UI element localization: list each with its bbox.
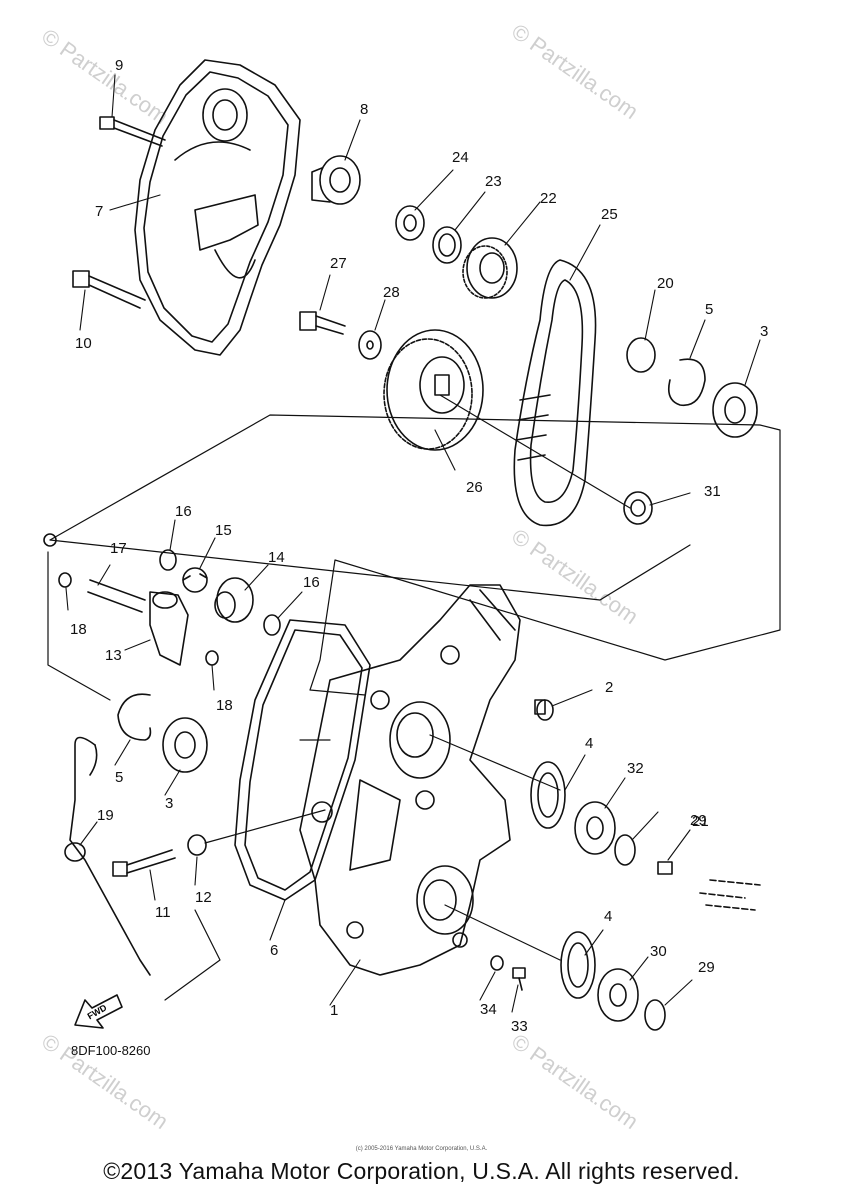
pin-21: [657, 861, 673, 875]
drive-chain-25: [513, 259, 597, 527]
tensioner-arm-13: [149, 591, 189, 666]
callout-3: 3: [760, 323, 768, 340]
callout-5: 5: [705, 301, 713, 318]
callout-29: 29: [698, 959, 715, 976]
callout-11: 11: [155, 904, 171, 921]
callout-29: 29: [690, 812, 707, 829]
callout-7: 7: [95, 203, 103, 220]
bolt-11: [112, 849, 176, 877]
shaft-end: [699, 879, 761, 911]
callout-1: 1: [330, 1002, 338, 1019]
watermark: © Partzilla.com: [507, 19, 643, 125]
callout-34: 34: [480, 1001, 497, 1018]
seal-4b: [560, 931, 596, 999]
bearing-8: [311, 155, 361, 205]
callout-14: 14: [268, 549, 285, 566]
callout-32: 32: [627, 760, 644, 777]
fwd-arrow-icon: [74, 994, 123, 1029]
seal-4: [530, 761, 566, 829]
callout-12: 12: [195, 889, 212, 906]
sprocket-22: [462, 237, 518, 299]
gasket-6: [234, 619, 371, 901]
bolt-27: [299, 311, 346, 335]
callout-22: 22: [540, 190, 557, 207]
circlip-5b: [117, 693, 152, 741]
watermark: © Partzilla.com: [37, 24, 173, 130]
circlip-29b: [644, 999, 666, 1031]
watermark: © Partzilla.com: [507, 524, 643, 630]
collar-14: [214, 577, 254, 623]
callout-27: 27: [330, 255, 347, 272]
callout-23: 23: [485, 173, 502, 190]
callout-25: 25: [601, 206, 618, 223]
sprocket-26: [383, 329, 484, 451]
callout-4: 4: [585, 735, 593, 752]
nut-12: [187, 834, 207, 856]
callout-15: 15: [215, 522, 232, 539]
collar-20: [626, 337, 656, 373]
nut-18: [58, 572, 72, 588]
callout-10: 10: [75, 335, 92, 352]
bearing-3b: [162, 717, 208, 773]
seal-32: [574, 801, 616, 855]
washer-16: [159, 549, 177, 571]
washer-23: [432, 226, 462, 264]
callout-24: 24: [452, 149, 469, 166]
dipstick-19: [64, 736, 151, 976]
callout-18: 18: [70, 621, 87, 638]
washer-34: [490, 955, 504, 971]
washer-16b: [263, 614, 281, 636]
callout-13: 13: [105, 647, 122, 664]
callout-16: 16: [175, 503, 192, 520]
callout-19: 19: [97, 807, 114, 824]
shaft-17: [87, 579, 146, 613]
callout-leaders: [65, 74, 761, 1013]
callout-3: 3: [165, 795, 173, 812]
callout-30: 30: [650, 943, 667, 960]
seal-31: [623, 491, 653, 525]
callout-2: 2: [605, 679, 613, 696]
callout-20: 20: [657, 275, 674, 292]
watermark: © Partzilla.com: [507, 1029, 643, 1135]
callout-17: 17: [110, 540, 127, 557]
watermark-layer: © Partzilla.com © Partzilla.com © Partzi…: [37, 19, 643, 1135]
bearing-15: [182, 567, 208, 593]
circlip-29: [614, 834, 636, 866]
callout-33: 33: [511, 1018, 528, 1035]
nut-18b: [205, 650, 219, 666]
callout-31: 31: [704, 483, 721, 500]
callout-8: 8: [360, 101, 368, 118]
callout-18: 18: [216, 697, 233, 714]
bolt-9: [99, 116, 166, 147]
callout-5: 5: [115, 769, 123, 786]
circlip-5: [667, 358, 706, 407]
copyright-notice: ©2013 Yamaha Motor Corporation, U.S.A. A…: [103, 1158, 740, 1184]
bushing-24: [395, 205, 425, 241]
callout-16: 16: [303, 574, 320, 591]
bolt-10: [72, 270, 146, 309]
chain-case-housing: [299, 584, 521, 976]
callout-6: 6: [270, 942, 278, 959]
callout-28: 28: [383, 284, 400, 301]
reference-lines: [47, 394, 781, 1001]
diagram-id-code: 8DF100-8260: [71, 1043, 151, 1058]
callout-9: 9: [115, 57, 123, 74]
seal-30: [597, 968, 639, 1022]
callout-4: 4: [604, 908, 612, 925]
plug-2: [534, 699, 554, 721]
chain-case-cover: [134, 59, 301, 356]
bolt-33: [512, 967, 526, 991]
callout-21: 21: [692, 813, 709, 830]
washer-28: [358, 330, 382, 360]
callout-26: 26: [466, 479, 483, 496]
reference-circle-icon: [43, 533, 57, 547]
bearing-3: [712, 382, 758, 438]
part-callouts: 1233445567891011121314151616171818192021…: [70, 57, 768, 1035]
small-print: (c) 2005-2016 Yamaha Motor Corporation, …: [355, 1146, 488, 1152]
